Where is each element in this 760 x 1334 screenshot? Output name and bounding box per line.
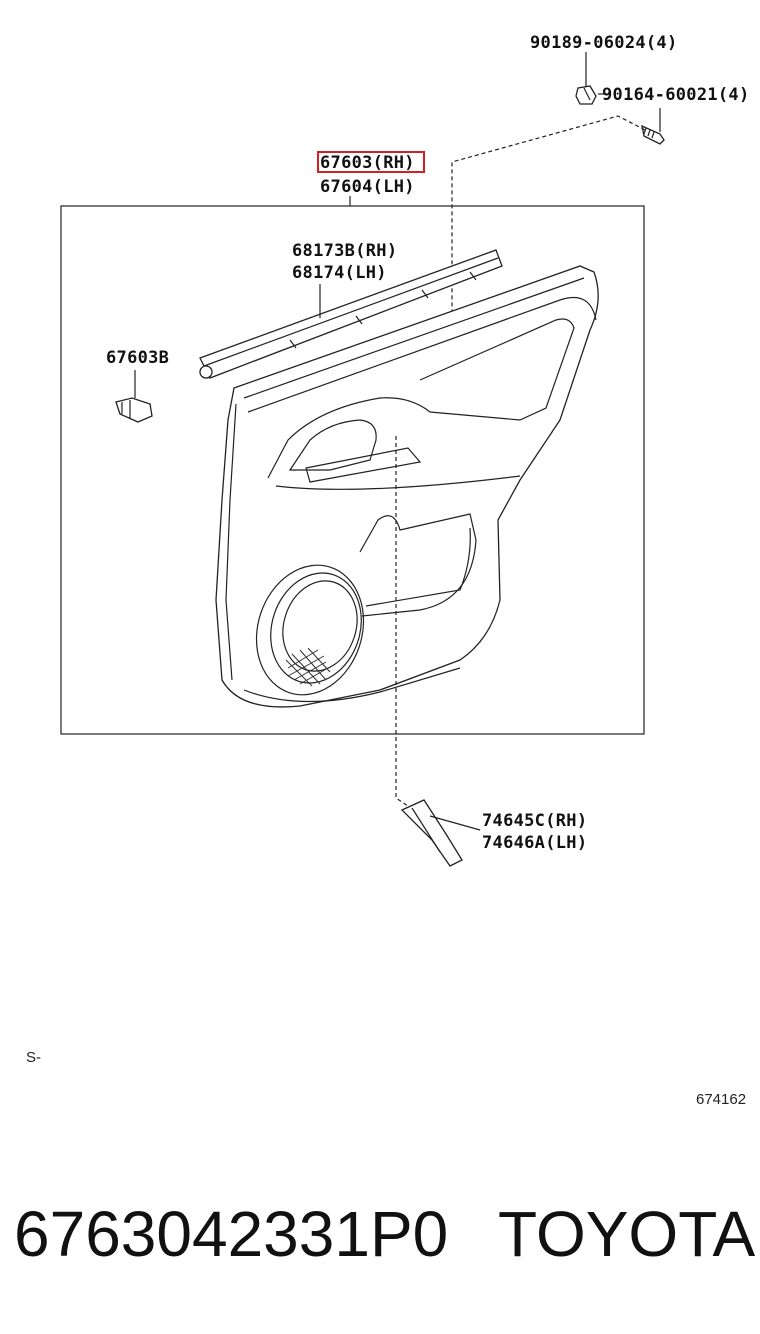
label-cover-rh: 74645C(RH): [482, 811, 587, 831]
bolt-90189-icon: [575, 85, 597, 105]
screw-90164-icon: [641, 108, 665, 145]
highlight-box: [317, 151, 425, 173]
part-number: 6763042331P0: [14, 1198, 448, 1270]
diagram-code: 674162: [696, 1091, 746, 1108]
clip-icon: [115, 397, 153, 423]
label-clip: 67603B: [106, 348, 169, 368]
side-code: S-: [26, 1049, 41, 1066]
label-panel-rh: 67603(RH): [320, 153, 415, 173]
leader-cover: [429, 815, 481, 831]
label-screw-90164: 90164-60021(4): [602, 85, 750, 105]
weatherstrip-icon: [199, 249, 503, 379]
trim-cover-icon: [400, 799, 463, 867]
brand-name: TOYOTA: [498, 1198, 756, 1270]
door-trim-panel-icon: [215, 265, 599, 708]
label-panel-lh: 67604(LH): [320, 177, 415, 197]
label-cover-lh: 74646A(LH): [482, 833, 587, 853]
label-weatherstrip-rh: 68173B(RH): [292, 241, 397, 261]
label-bolt-90189: 90189-06024(4): [530, 33, 678, 53]
assembly-line-screw: [451, 115, 646, 470]
panel-frame: [60, 205, 645, 735]
assembly-line-cover: [395, 436, 415, 811]
label-weatherstrip-lh: 68174(LH): [292, 263, 387, 283]
